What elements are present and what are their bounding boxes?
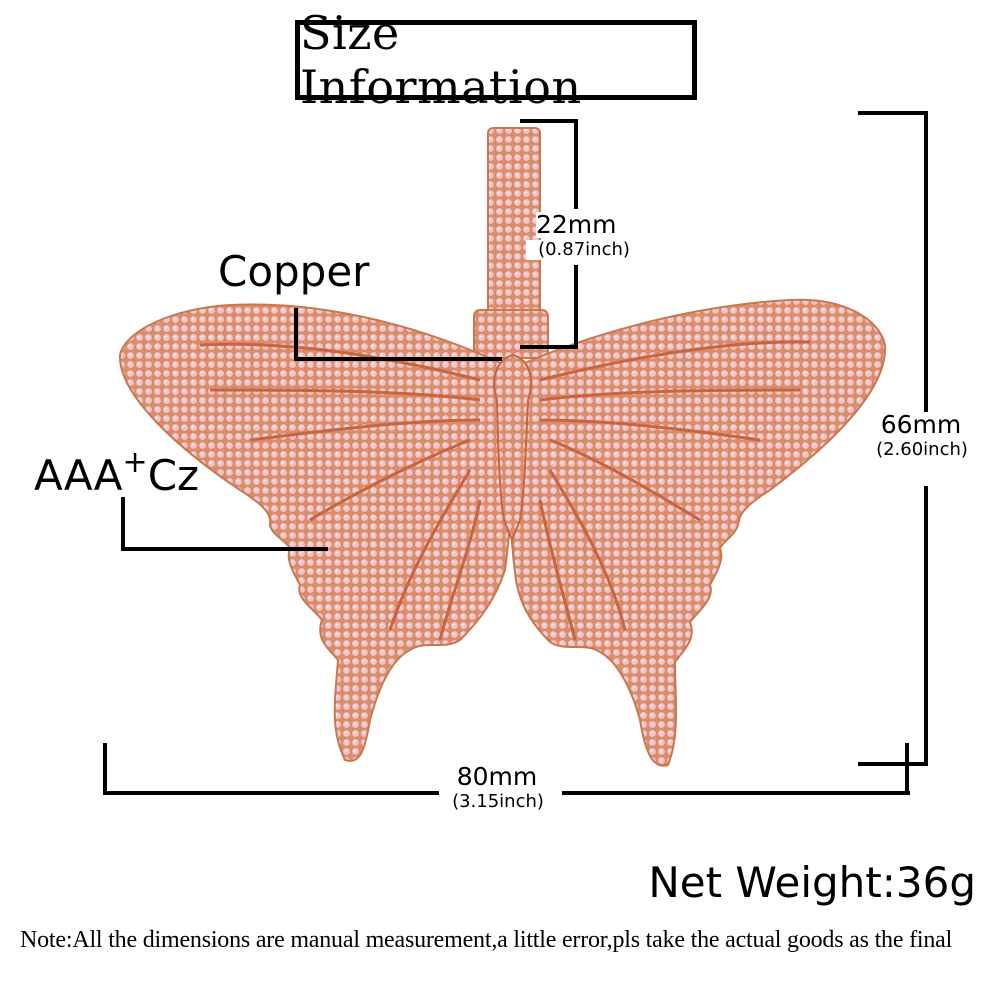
- width-bracket-horizontal-right: [562, 791, 910, 795]
- height-bracket-bottom: [858, 762, 928, 766]
- bail-bracket-vertical-lower: [574, 265, 578, 347]
- measurement-note: Note:All the dimensions are manual measu…: [20, 927, 953, 953]
- width-bracket-horizontal-left: [103, 791, 439, 795]
- width-bracket-left: [103, 743, 107, 795]
- stone-grade: AAA: [34, 451, 123, 500]
- stone-grade-plus: +: [122, 445, 148, 480]
- bail-height-inch: (0.87inch): [526, 240, 642, 260]
- height-bracket-top: [858, 111, 928, 115]
- material-callout: Copper: [218, 247, 370, 296]
- bail-bracket-bottom: [520, 345, 578, 349]
- stone-callout: AAA+Cz: [34, 445, 200, 503]
- width-bracket-right: [905, 743, 909, 795]
- height-bracket-vertical-upper: [924, 111, 928, 438]
- width-mm: 80mm: [452, 764, 542, 790]
- bail-bracket-top: [520, 119, 578, 123]
- width-inch: (3.15inch): [440, 792, 556, 812]
- net-weight: Net Weight:36g: [648, 858, 976, 907]
- bail-height-mm: 22mm: [536, 210, 617, 239]
- material-leader-horizontal: [294, 357, 502, 361]
- body: [493, 353, 532, 543]
- stone-type: Cz: [147, 451, 200, 500]
- bail-bracket-vertical-upper: [574, 119, 578, 209]
- stone-leader-vertical: [121, 497, 125, 550]
- stone-leader-horizontal: [121, 547, 328, 551]
- height-mm: 66mm: [876, 412, 966, 438]
- height-inch: (2.60inch): [864, 440, 980, 460]
- material-leader-vertical: [294, 308, 298, 360]
- right-wing: [509, 298, 887, 767]
- page-title: Size Information: [295, 6, 697, 114]
- height-bracket-vertical-lower: [924, 486, 928, 766]
- left-wing: [118, 303, 513, 762]
